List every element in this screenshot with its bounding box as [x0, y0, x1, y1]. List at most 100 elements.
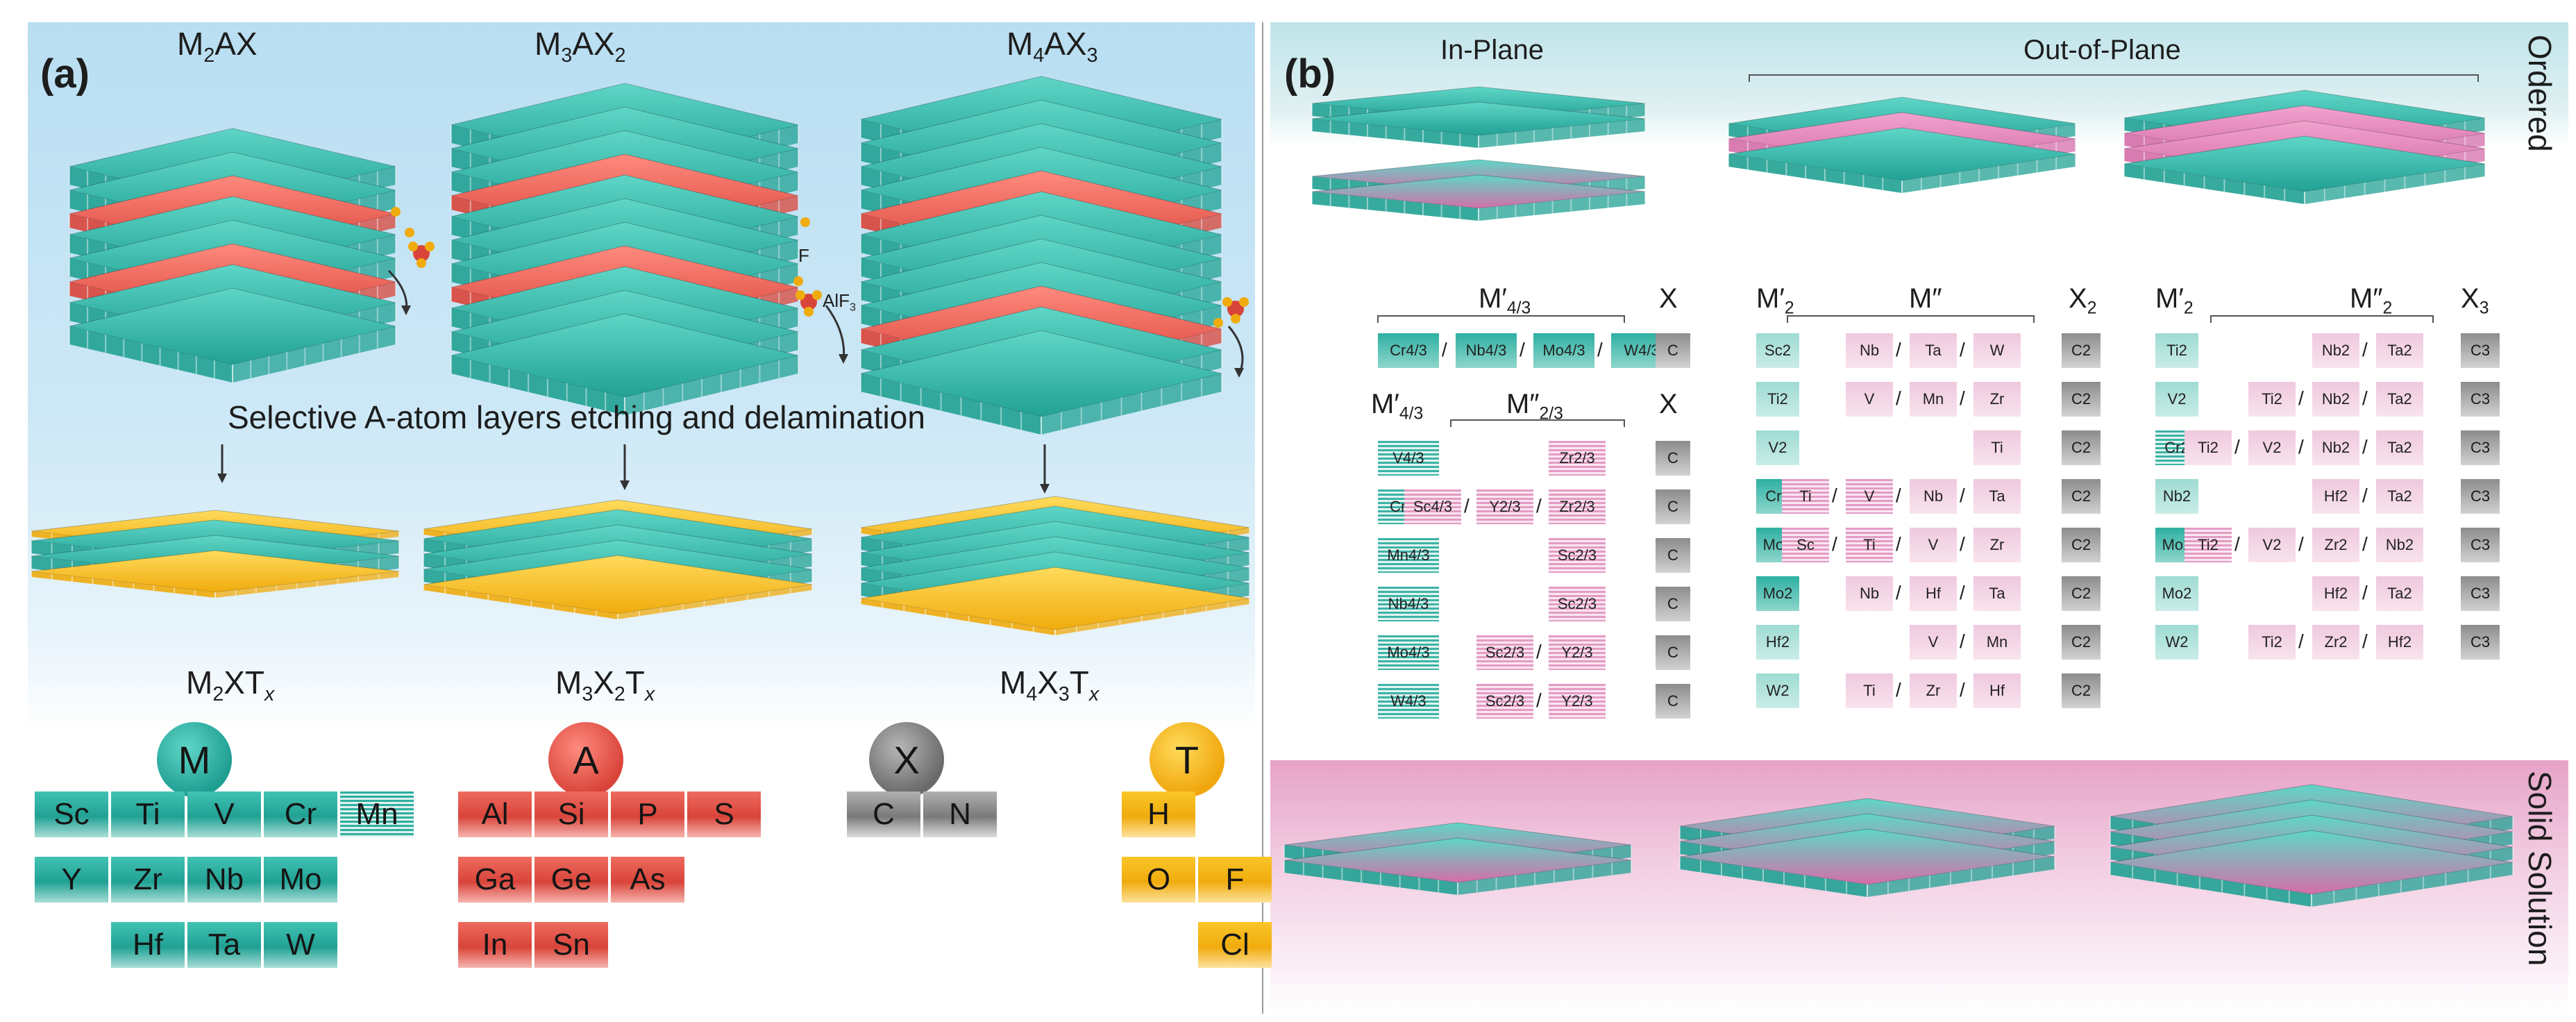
- delamination-arrow-head: [620, 480, 630, 490]
- table3-m1-cell: W2: [2155, 625, 2198, 660]
- table2-m2-cell: V: [1846, 382, 1893, 417]
- separator-slash: /: [1536, 689, 1542, 711]
- table1-x-cell: C: [1656, 587, 1690, 621]
- table2-x-cell: C2: [2062, 528, 2101, 562]
- element-tile-a: S: [687, 791, 761, 837]
- panel-divider: [1262, 22, 1263, 1014]
- separator-slash: /: [2362, 436, 2368, 458]
- separator-slash: /: [1536, 495, 1542, 517]
- alf3-cluster: [795, 290, 822, 317]
- table1-x-cell: C: [1656, 538, 1690, 573]
- table2-x-cell: C2: [2062, 576, 2101, 611]
- table2-m2-cell: Mn: [1973, 625, 2021, 660]
- panel-a-label: (a): [40, 51, 90, 97]
- separator-slash: /: [1442, 339, 1447, 360]
- solid-solution-m3x2: [1679, 798, 2055, 897]
- m-atom-layer: [860, 330, 1222, 435]
- table1-m1-cell: V4/3: [1378, 441, 1439, 476]
- m-element-circle: M: [157, 722, 232, 797]
- delamination-arrow-head: [1040, 484, 1050, 494]
- table1-m2-bracket: [1450, 419, 1625, 427]
- element-tile-a: As: [611, 857, 684, 903]
- separator-slash: /: [2362, 582, 2368, 603]
- solid-solution-label: Solid Solution: [2522, 771, 2558, 966]
- element-tile-t: O: [1122, 857, 1195, 903]
- table1-x-cell: C: [1656, 489, 1690, 524]
- m-prime-layer: [1311, 174, 1646, 221]
- separator-slash: /: [2362, 387, 2368, 409]
- m2ax-structure: [69, 128, 396, 383]
- element-tile-m: Sc: [35, 791, 108, 837]
- separator-slash: /: [2362, 630, 2368, 652]
- separator-slash: /: [1832, 485, 1837, 506]
- table1-m2-cell: Sc2/3: [1549, 587, 1606, 621]
- table3-m2-cell: Nb2: [2312, 382, 2359, 417]
- table2-m2-cell: Zr: [1910, 673, 1957, 708]
- out-of-plane-bracket: [1749, 74, 2479, 82]
- table2-x-cell: C2: [2062, 673, 2101, 708]
- separator-slash: /: [2234, 436, 2240, 458]
- table1-x-header: X: [1659, 283, 1678, 314]
- table3-m2-cell: Ti2: [2184, 430, 2232, 465]
- table2-m1-cell: Hf2: [1756, 625, 1799, 660]
- in-plane-ordered-top: [1311, 86, 1646, 148]
- separator-slash: /: [1896, 387, 1901, 409]
- table2-x-cell: C2: [2062, 625, 2101, 660]
- m2xtx-label: M2XTx: [186, 664, 275, 705]
- table2-m2-cell: Hf: [1910, 576, 1957, 611]
- fluorine-atom: [800, 217, 810, 227]
- table2-m2-cell: W: [1973, 333, 2021, 368]
- table3-m2-cell: Hf2: [2376, 625, 2423, 660]
- table3-m2-cell: Ta2: [2376, 479, 2423, 514]
- table3-m2-cell: Nb2: [2312, 430, 2359, 465]
- table2-m2-bracket: [1787, 315, 2035, 323]
- table1-m2-cell: Sc2/3: [1549, 538, 1606, 573]
- element-tile-m: V: [187, 791, 261, 837]
- table2-m1-cell: V2: [1756, 430, 1799, 465]
- table1-m2-cell: Zr2/3: [1549, 441, 1606, 476]
- separator-slash: /: [1896, 533, 1901, 555]
- element-tile-a: Ga: [458, 857, 532, 903]
- table3-m2-cell: V2: [2248, 430, 2296, 465]
- termination-layer-bottom: [31, 550, 400, 598]
- table1-m2-cell: Sc2/3: [1476, 635, 1533, 670]
- table3-m2-cell: Zr2: [2312, 625, 2359, 660]
- m-prime-layer: [2110, 830, 2514, 907]
- element-tile-m: Mo: [264, 857, 337, 903]
- table1-m2-cell: Zr2/3: [1549, 489, 1606, 524]
- element-tile-a: Sn: [534, 922, 608, 968]
- out-of-plane-label: Out-of-Plane: [2023, 35, 2181, 65]
- etch-arrow-head: [1234, 368, 1244, 378]
- separator-slash: /: [2362, 339, 2368, 360]
- alf3-cluster: [1222, 297, 1249, 324]
- in-plane-label: In-Plane: [1440, 35, 1544, 65]
- element-tile-a: Ge: [534, 857, 608, 903]
- separator-slash: /: [1519, 339, 1525, 360]
- table3-x-cell: C3: [2461, 576, 2500, 611]
- separator-slash: /: [1960, 679, 1965, 701]
- m-prime-layer: [1311, 101, 1646, 148]
- table2-m2-cell: Ta: [1973, 576, 2021, 611]
- m-prime-layer: [1728, 127, 2076, 193]
- separator-slash: /: [2362, 533, 2368, 555]
- table2-m2-cell: Nb: [1846, 333, 1893, 368]
- table3-m1-cell: Ti2: [2155, 333, 2198, 368]
- table3-m2-cell: Ti2: [2248, 382, 2296, 417]
- table1-m-cell: Cr4/3: [1378, 333, 1439, 368]
- table2-m2-cell: Nb: [1846, 576, 1893, 611]
- separator-slash: /: [2298, 630, 2304, 652]
- fluorine-atom: [1213, 318, 1223, 328]
- separator-slash: /: [2298, 533, 2304, 555]
- table3-m1-cell: Nb2: [2155, 479, 2198, 514]
- fluorine-atom: [793, 276, 803, 286]
- element-tile-a: P: [611, 791, 684, 837]
- termination-layer-bottom: [423, 555, 813, 619]
- m2ax-title: M2AX: [177, 26, 258, 67]
- table3-x-header: X3: [2461, 283, 2489, 318]
- m3x2tx-label: M3X2Tx: [555, 664, 655, 705]
- element-tile-t: F: [1198, 857, 1272, 903]
- element-tile-m: Nb: [187, 857, 261, 903]
- table2-m2-cell: Zr: [1973, 528, 2021, 562]
- table3-m1-cell: Mo2: [2155, 576, 2198, 611]
